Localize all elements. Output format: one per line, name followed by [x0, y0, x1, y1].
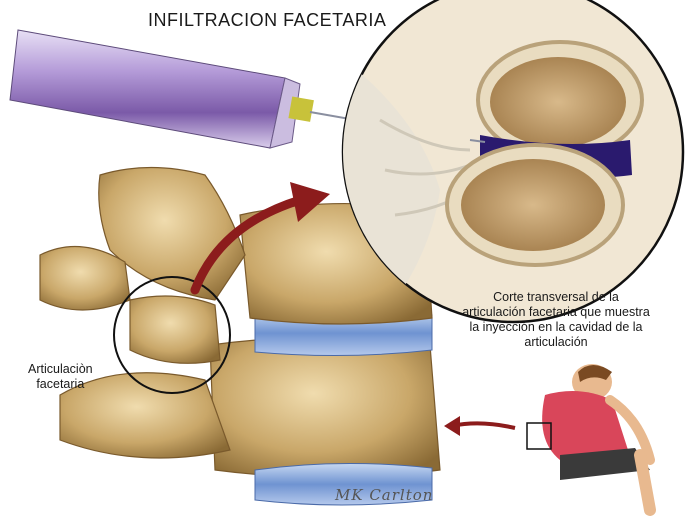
caption-line: articulación facetaria que muestra [425, 305, 687, 320]
caption-line: Corte transversal de la [425, 290, 687, 305]
cross-section-caption: Corte transversal de la articulación fac… [425, 290, 687, 350]
caption-line: la inyección en la cavidad de la [425, 320, 687, 335]
caption-line: articulación [425, 335, 687, 350]
facet-label-line: facetaria [28, 377, 93, 392]
figure-arrow-head [444, 416, 460, 436]
figure-arrow-body [452, 423, 515, 428]
artist-signature: MK Carlton [335, 486, 433, 504]
facet-label-line: Articulaciòn [28, 362, 93, 377]
page-title: INFILTRACION FACETARIA [148, 10, 386, 31]
patient-figure [527, 364, 650, 510]
vertebra-lower [60, 338, 440, 478]
facet-joint-label: Articulaciòn facetaria [28, 362, 93, 392]
